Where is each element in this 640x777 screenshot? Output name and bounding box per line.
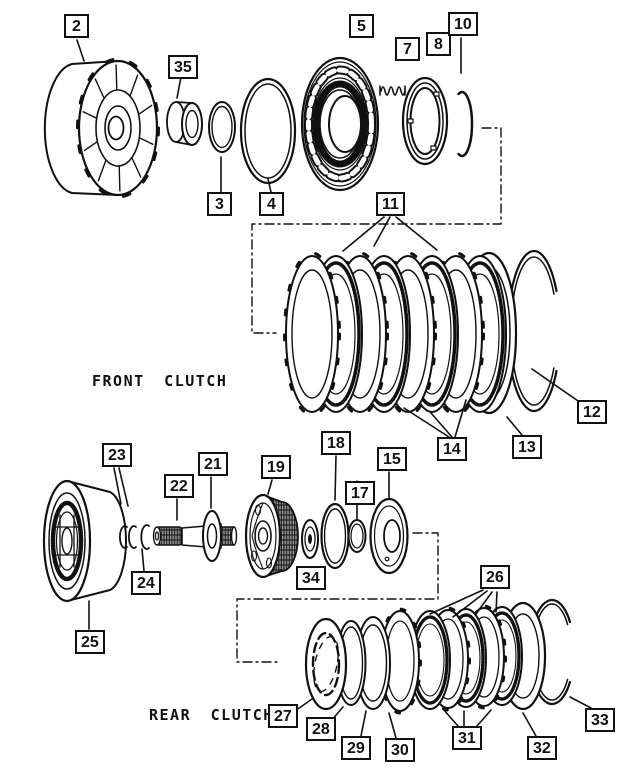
callout-4[interactable]: 4 [259,192,284,216]
callout-14[interactable]: 14 [437,437,467,461]
o-ring-small [347,519,367,553]
callout-10[interactable]: 10 [448,12,478,36]
callout-17[interactable]: 17 [345,481,375,505]
seal-rings-pair [119,525,137,549]
bushing [166,101,203,146]
callout-21[interactable]: 21 [198,452,228,476]
piston-spring-assembly [300,56,380,192]
callout-11[interactable]: 11 [376,192,405,216]
geared-hub [244,493,299,579]
wave-spring-plate [304,617,348,711]
rear-clutch-plate-pack [304,598,572,715]
callout-30[interactable]: 30 [385,738,415,762]
callout-18[interactable]: 18 [321,431,351,455]
callout-5[interactable]: 5 [349,14,374,38]
seal-ring-rear [140,524,150,550]
o-ring-large [320,502,350,570]
rear-clutch-bracket [236,532,439,663]
callout-28[interactable]: 28 [306,717,336,741]
front-clutch-drum [43,57,160,199]
callout-13[interactable]: 13 [512,435,542,459]
rear-clutch-drum [42,479,128,603]
section-title-front-clutch: FRONT CLUTCH [92,372,228,390]
callout-15[interactable]: 15 [377,447,407,471]
callout-25[interactable]: 25 [75,630,105,654]
front-clutch-plate-pack [283,249,558,417]
section-title-rear-clutch: REAR CLUTCH [149,706,274,724]
callout-32[interactable]: 32 [527,736,557,760]
callout-27[interactable]: 27 [268,704,298,728]
callout-12[interactable]: 12 [577,400,607,424]
callout-31[interactable]: 31 [452,726,482,750]
callout-8[interactable]: 8 [426,32,451,56]
callout-29[interactable]: 29 [341,736,371,760]
callout-7[interactable]: 7 [395,37,420,61]
spring-retainer [401,76,449,166]
callout-22[interactable]: 22 [164,474,194,498]
seal-ring-small [208,101,236,153]
callout-26[interactable]: 26 [480,565,510,589]
callout-23[interactable]: 23 [102,443,132,467]
splined-shaft [152,523,238,549]
callout-34[interactable]: 34 [296,566,326,590]
flanged-washer [301,519,319,559]
steel-plate [283,251,341,417]
callout-35[interactable]: 35 [168,55,198,79]
callout-19[interactable]: 19 [261,455,291,479]
rear-clutch-piston [369,497,409,575]
return-spring [379,85,406,96]
seal-ring-large [239,77,297,185]
callout-3[interactable]: 3 [207,192,232,216]
snap-ring-small [457,90,474,158]
thrust-washer [202,510,222,562]
callout-24[interactable]: 24 [131,571,161,595]
front-clutch-bracket [251,127,502,334]
callout-2[interactable]: 2 [64,14,89,38]
callout-33[interactable]: 33 [585,708,615,732]
